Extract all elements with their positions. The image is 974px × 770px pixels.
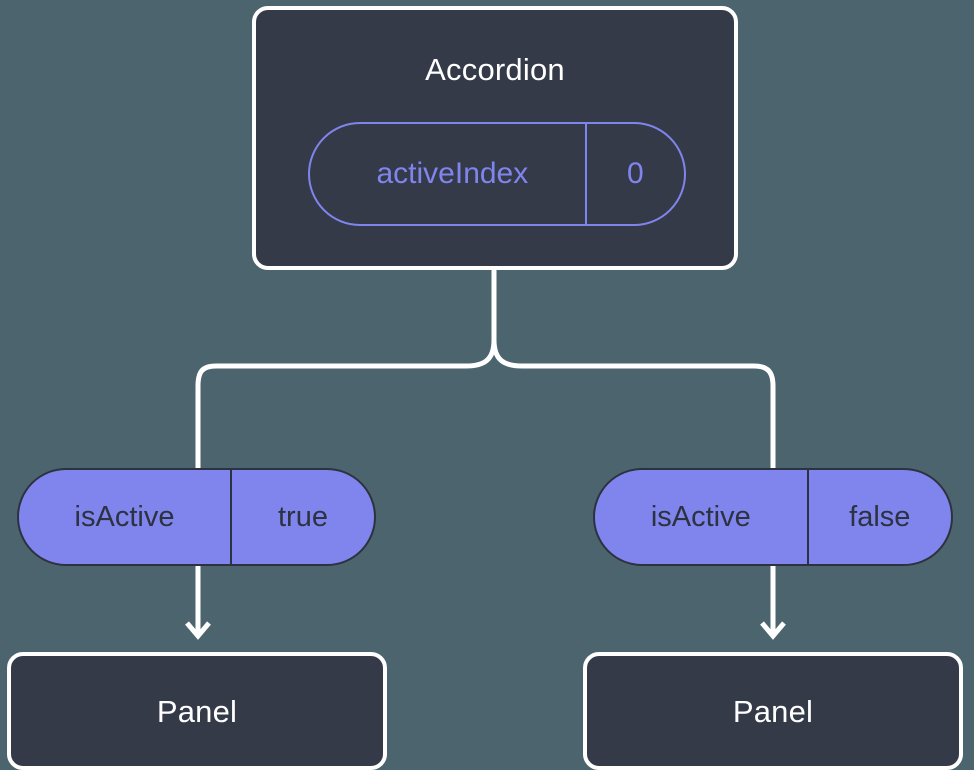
prop-badge-isactive-true[interactable]: isActive true <box>17 468 376 566</box>
prop-badge-isactive-false[interactable]: isActive false <box>593 468 953 566</box>
panel-component-node-right[interactable]: Panel <box>583 652 963 770</box>
branch-right-connector <box>491 339 776 468</box>
prop-badge-key: isActive <box>595 470 809 564</box>
arrowhead-right <box>760 621 786 640</box>
state-badge-value: 0 <box>627 157 644 190</box>
prop-badge-value: false <box>849 500 911 533</box>
arrowhead-left <box>185 621 211 640</box>
panel-title: Panel <box>732 693 814 729</box>
state-badge-key: activeIndex <box>310 124 587 224</box>
state-badge-activeindex[interactable]: activeIndex 0 <box>308 122 686 226</box>
prop-badge-value: true <box>278 500 328 533</box>
branch-left-connector <box>195 339 497 468</box>
accordion-component-node[interactable]: Accordion activeIndex 0 <box>252 6 738 270</box>
panel-title: Panel <box>156 693 238 729</box>
accordion-title: Accordion <box>425 52 565 87</box>
prop-badge-key: isActive <box>19 470 232 564</box>
panel-component-node-left[interactable]: Panel <box>7 652 387 770</box>
